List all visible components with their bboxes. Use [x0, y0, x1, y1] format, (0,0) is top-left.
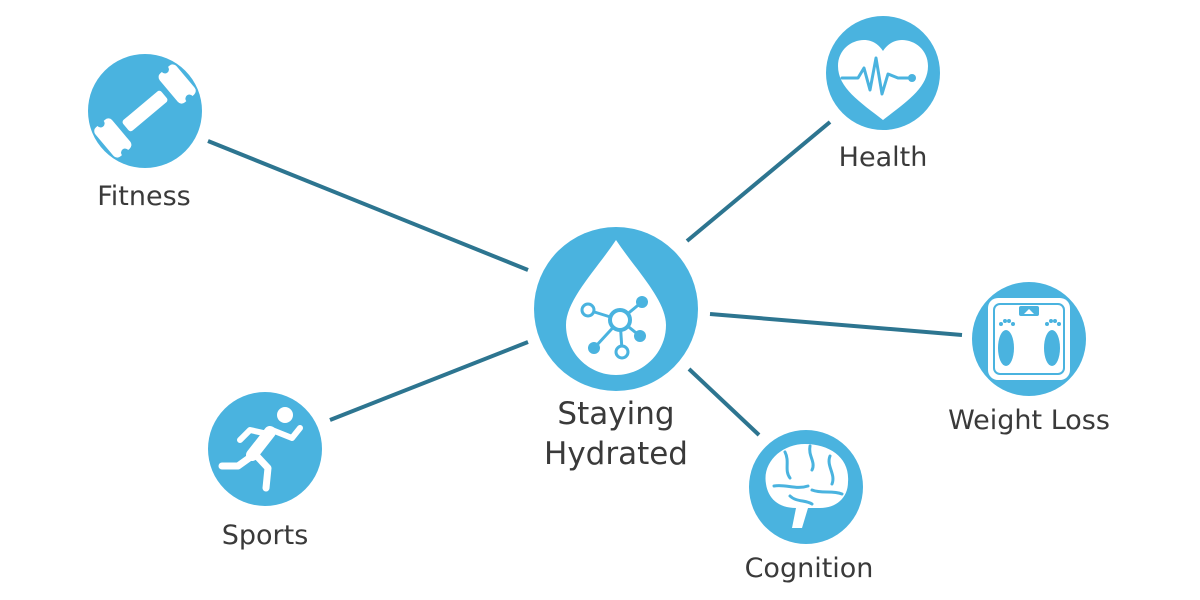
sports-circle	[208, 392, 322, 506]
fitness-label: Fitness	[97, 181, 191, 212]
center-label-line2: Hydrated	[544, 436, 688, 472]
weight-loss-node	[972, 282, 1086, 396]
sports-node	[208, 392, 322, 506]
connector-sports	[329, 340, 529, 422]
connector-fitness	[207, 139, 529, 272]
dumbbell-icon	[94, 64, 196, 158]
cognition-node	[749, 430, 863, 544]
health-node	[826, 16, 940, 130]
water-drop-molecule-icon	[566, 240, 666, 375]
brain-icon	[765, 444, 849, 528]
connector-health	[685, 120, 832, 243]
scale-icon	[988, 298, 1070, 380]
weight-loss-label: Weight Loss	[948, 405, 1110, 436]
runner-icon	[218, 407, 303, 492]
health-label: Health	[838, 142, 928, 173]
connector-cognition	[687, 367, 761, 437]
connector-weight-loss	[709, 312, 963, 337]
fitness-node	[88, 54, 202, 168]
connectors	[207, 120, 963, 437]
sports-label: Sports	[221, 520, 309, 551]
center-label-line1: Staying	[557, 396, 675, 432]
cognition-label: Cognition	[744, 553, 874, 584]
heartbeat-icon	[838, 40, 928, 120]
center-label: Staying Hydrated	[544, 394, 688, 474]
center-node	[534, 227, 698, 391]
